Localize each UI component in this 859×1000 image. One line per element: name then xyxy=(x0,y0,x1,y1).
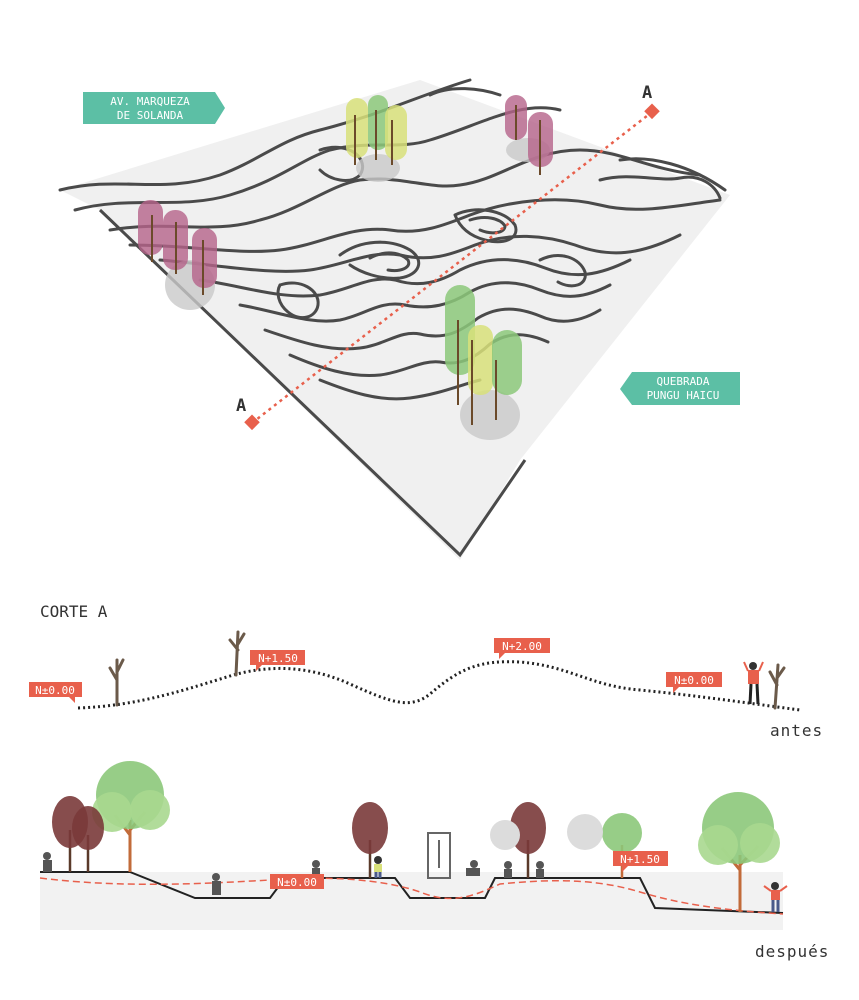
section-after: N±0.00 N+1.50 después xyxy=(39,761,829,961)
plan-tree-cluster-north xyxy=(346,95,407,182)
label-avenue: AV. MARQUEZA DE SOLANDA xyxy=(83,92,225,124)
ground-fill-after xyxy=(40,872,783,930)
level-tag-after-2: N+1.50 xyxy=(613,851,668,872)
topographic-plan: A A xyxy=(58,78,740,560)
level-tag-before-4: N±0.00 xyxy=(666,672,722,693)
trees-red xyxy=(52,796,546,878)
level-text-after-2: N+1.50 xyxy=(620,853,660,866)
tree-green-right xyxy=(698,792,780,912)
trees-grey xyxy=(490,814,603,850)
level-tag-before-1: N±0.00 xyxy=(29,682,82,703)
person-before xyxy=(743,661,764,705)
person-orange xyxy=(763,882,788,912)
level-tag-before-3: N+2.00 xyxy=(494,638,550,659)
plan-tree-cluster-west xyxy=(138,200,217,310)
caption-before: antes xyxy=(770,721,823,740)
section-letter-top: A xyxy=(642,83,652,103)
label-avenue-line2: DE SOLANDA xyxy=(117,109,184,122)
site-boundary xyxy=(98,208,527,558)
level-text-after-1: N±0.00 xyxy=(277,876,317,889)
original-ground-line xyxy=(39,877,784,915)
label-creek: QUEBRADA PUNGU HAICU xyxy=(620,372,740,405)
plan-tree-cluster-creek xyxy=(445,285,522,440)
section-title: CORTE A xyxy=(40,602,108,621)
section-marker-bottom xyxy=(244,414,260,431)
tree-green-left xyxy=(92,761,170,872)
terrain-profile-after xyxy=(40,871,784,914)
level-tag-after-1: N±0.00 xyxy=(270,874,324,889)
label-creek-line2: PUNGU HAICU xyxy=(647,389,720,402)
level-text-before-2: N+1.50 xyxy=(258,652,298,665)
section-before: CORTE A N±0.00 N+1.50 N+2.00 xyxy=(29,602,823,740)
plan-tree-cluster-northeast xyxy=(505,95,553,175)
dead-trees-before xyxy=(108,630,786,710)
level-tag-before-2: N+1.50 xyxy=(250,650,305,671)
level-text-before-4: N±0.00 xyxy=(674,674,714,687)
level-text-before-3: N+2.00 xyxy=(502,640,542,653)
contour-lines xyxy=(58,78,727,401)
level-text-before-1: N±0.00 xyxy=(35,684,75,697)
pavilion xyxy=(427,832,451,879)
label-avenue-line1: AV. MARQUEZA xyxy=(110,95,190,108)
person-yellow xyxy=(374,856,382,878)
people-after xyxy=(43,852,544,895)
caption-after: después xyxy=(755,942,829,961)
label-creek-line1: QUEBRADA xyxy=(657,375,710,388)
section-letter-bottom: A xyxy=(236,396,246,416)
section-line-a xyxy=(251,111,653,424)
